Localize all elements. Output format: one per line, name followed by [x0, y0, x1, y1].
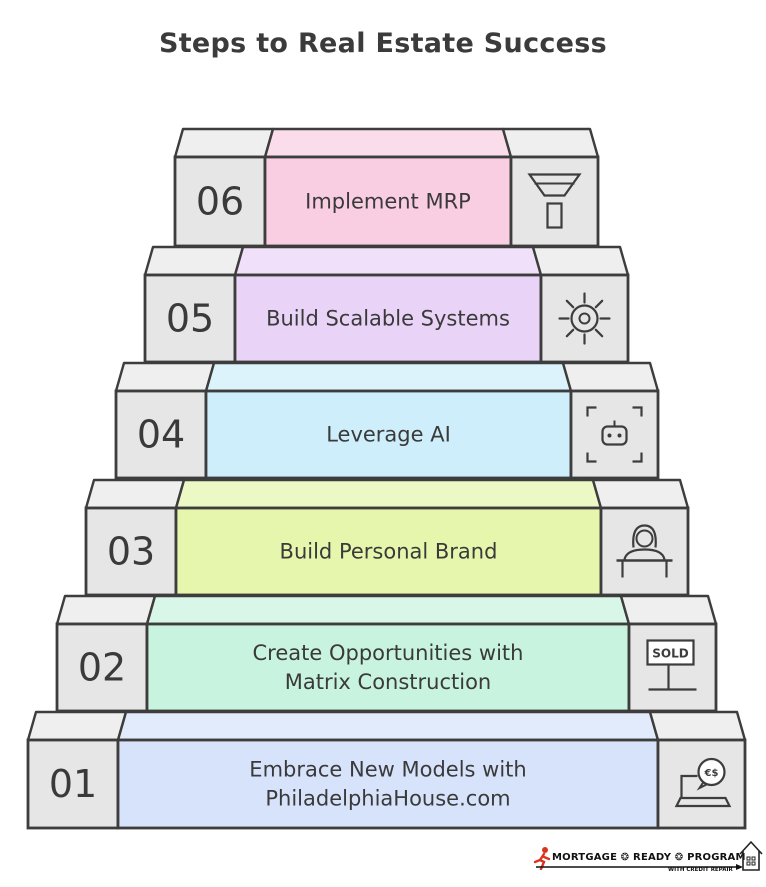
robot-icon [586, 406, 643, 463]
step-01: 01 Embrace New Models withPhiladelphiaHou… [26, 710, 747, 830]
step-number: 06 [196, 180, 244, 224]
step-number: 01 [49, 762, 97, 806]
step-label: Create Opportunities with [253, 641, 524, 665]
footer-arrow-line [536, 864, 743, 870]
step-number: 03 [107, 530, 155, 574]
runner-icon [533, 847, 551, 870]
footer-logo: MORTGAGE ❂ READY ❂ PROGRAM WITH CREDIT R… [532, 840, 764, 882]
house-logo-icon [739, 840, 763, 871]
svg-text:€$: €$ [704, 768, 719, 779]
funnel-icon [527, 173, 582, 229]
step-label: Build Personal Brand [280, 540, 498, 564]
footer-brand: MORTGAGE ❂ READY ❂ PROGRAM [552, 852, 746, 863]
step-05: 05 Build Scalable Systems [143, 245, 630, 364]
presenter-icon [616, 524, 673, 578]
page-title: Steps to Real Estate Success [158, 28, 608, 59]
laptop-chat-icon: €$ [674, 757, 732, 808]
step-label: Embrace New Models with [249, 758, 526, 782]
sold-sign-icon: SOLD [646, 639, 697, 691]
step-label: Build Scalable Systems [266, 307, 510, 331]
step-04: 04 Leverage AI [114, 361, 660, 480]
step-number: 05 [166, 297, 214, 341]
gear-icon [558, 292, 611, 345]
footer-subtitle: WITH CREDIT REPAIR [668, 867, 733, 873]
step-label: Leverage AI [326, 423, 451, 447]
step-number: 04 [137, 413, 185, 457]
step-label: PhiladelphiaHouse.com [265, 787, 510, 811]
step-03: 03 Build Personal Brand [84, 478, 690, 597]
step-number: 02 [78, 646, 126, 690]
step-label: Matrix Construction [285, 670, 492, 694]
svg-text:SOLD: SOLD [652, 647, 688, 661]
step-06: 06 Implement MRP [173, 127, 600, 248]
step-label: Implement MRP [305, 190, 471, 214]
